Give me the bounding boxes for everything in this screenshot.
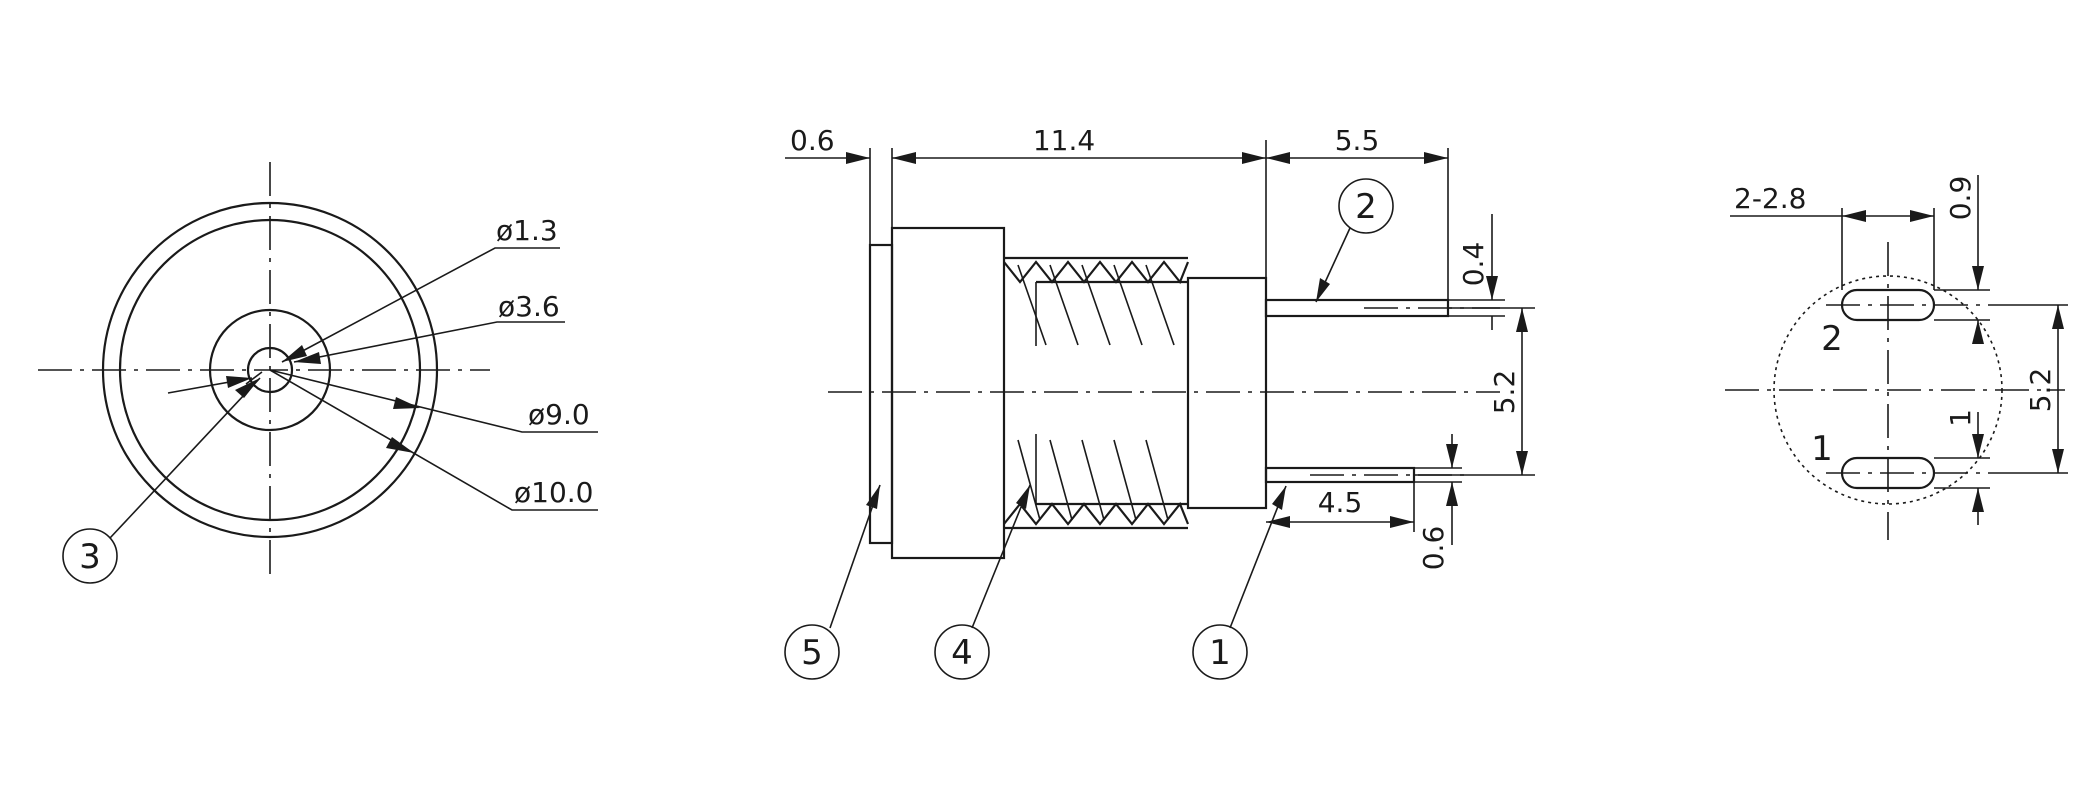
dim-pin-short-length: 4.5 [1266,482,1415,532]
thread-teeth-top [1003,260,1190,285]
dim-d9-label: ø9.0 [528,398,590,431]
dim-pcb-spacing-label: 5.2 [2024,368,2057,413]
dim-slot-bottom: 1 [1934,409,1990,525]
dim-pin-length-label: 5.5 [1335,124,1380,157]
dim-slot-width-label: 2-2.8 [1734,182,1806,215]
outer-circle-d10 [101,201,439,539]
callout-2: 2 [1315,178,1394,303]
dim-pin-top-thickness: 0.4 [1448,214,1505,330]
front-view: ø1.3 ø3.6 ø9.0 ø10.0 3 [38,162,598,584]
head-body [890,226,1006,560]
dim-body-label: 11.4 [1033,124,1095,157]
dim-pin-spacing-label: 5.2 [1488,370,1521,415]
dim-d1-3-label: ø1.3 [496,214,558,247]
leader-d9: ø9.0 [269,369,598,433]
side-view: 0.6 11.4 5.5 0.4 [784,124,1535,680]
pcb-view: 2 1 2-2.8 0.9 [1725,175,2068,540]
callout-5-label: 5 [801,633,823,673]
circle-d3-6 [208,308,332,432]
circle-d1-3 [246,346,294,394]
dim-slot-width: 2-2.8 [1730,182,1935,290]
dim-slot-top-label: 0.9 [1944,176,1977,221]
thread-teeth-bottom [1003,501,1190,526]
callout-4: 4 [934,484,1031,680]
dim-slot-bottom-label: 1 [1944,409,1977,427]
callout-5: 5 [784,484,881,680]
dim-pin-top-label: 0.4 [1457,242,1490,287]
thread-helix-lines [1017,264,1175,521]
dim-body-length: 11.4 [892,124,1267,278]
leader-d1-3: ø1.3 [281,214,560,363]
callout-1: 1 [1192,485,1287,680]
leader-d3-6: ø3.6 [167,290,565,394]
callout-4-label: 4 [951,633,973,673]
leader-d10: ø10.0 [269,369,598,511]
pcb-pin-2-label: 2 [1821,319,1843,359]
pcb-pin-1-label: 1 [1811,429,1833,469]
callout-3: 3 [62,371,263,584]
callout-1-label: 1 [1209,633,1231,673]
dim-pin-short-label: 4.5 [1318,486,1363,519]
dim-pin-bottom-label: 0.6 [1417,526,1450,571]
circle-d9 [118,218,422,522]
callout-3-label: 3 [79,537,101,577]
dim-d10-label: ø10.0 [514,476,593,509]
dim-pin-bottom-thickness: 0.6 [1414,434,1462,570]
dim-flange-label: 0.6 [790,124,835,157]
rear-body [1186,276,1268,510]
callout-2-label: 2 [1355,187,1377,227]
dim-slot-top: 0.9 [1934,175,1990,344]
dim-pcb-spacing: 5.2 [1990,304,2068,474]
dim-pin-spacing: 5.2 [1414,307,1535,476]
dim-flange: 0.6 [785,124,893,245]
dim-d3-6-label: ø3.6 [498,290,560,323]
dim-pin-length: 5.5 [1266,124,1449,300]
